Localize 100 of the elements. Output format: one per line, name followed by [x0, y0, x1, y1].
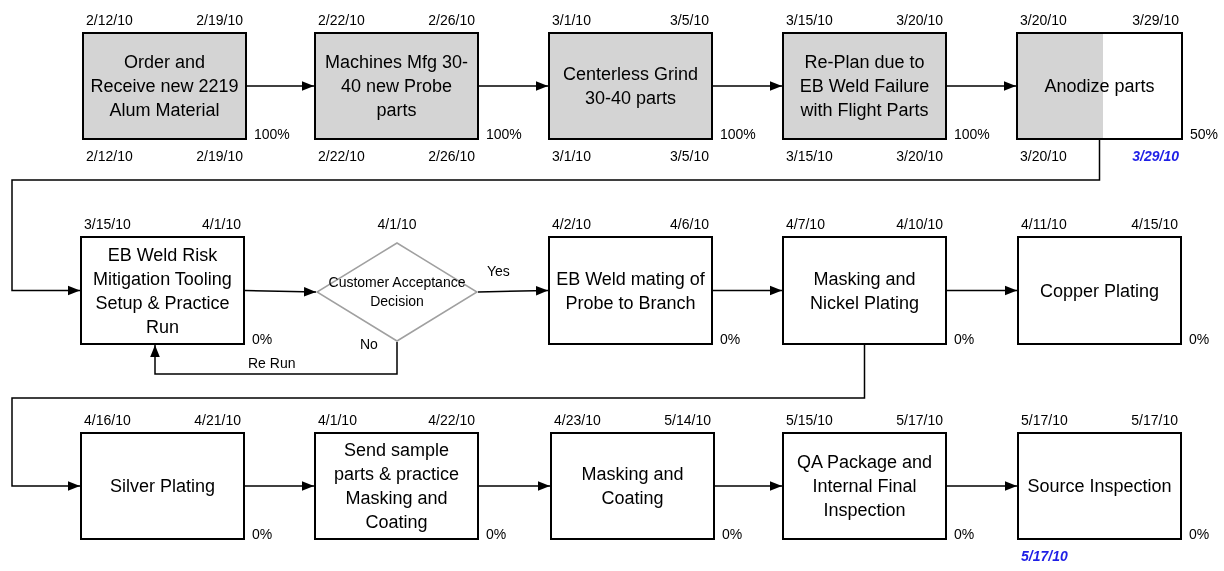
date-text: 4/7/10 — [786, 216, 825, 232]
date-text: 2/19/10 — [196, 12, 243, 28]
date-text: 3/15/10 — [786, 12, 833, 28]
node-label: Masking and Nickel Plating — [808, 267, 920, 315]
date-text: 4/15/10 — [1131, 216, 1178, 232]
date-text: 2/22/10 — [318, 12, 365, 28]
date-text: 4/22/10 — [428, 412, 475, 428]
arrow — [246, 81, 315, 91]
process-box — [1017, 432, 1182, 540]
date-text: 4/6/10 — [670, 216, 709, 232]
date-text: 2/26/10 — [428, 148, 475, 164]
percent-text: 0% — [1189, 331, 1210, 347]
arrow — [11, 344, 866, 491]
arrow — [946, 81, 1017, 91]
process-box — [1016, 32, 1183, 140]
date-text: 2/19/10 — [196, 148, 243, 164]
percent-text: 0% — [954, 526, 975, 542]
node-label: Copper Plating — [1038, 279, 1161, 303]
process-box — [314, 32, 479, 140]
date-text: 3/15/10 — [786, 148, 833, 164]
date-text: 5/14/10 — [664, 412, 711, 428]
node-label: QA Package and Internal Final Inspection — [795, 451, 934, 522]
arrow — [244, 286, 317, 297]
date-text: 5/17/10 — [1021, 412, 1068, 428]
date-text: 5/17/10 — [1021, 548, 1068, 564]
percent-text: 100% — [954, 126, 990, 142]
date-text: 3/15/10 — [84, 216, 131, 232]
date-text: 4/1/10 — [202, 216, 241, 232]
arrow — [712, 81, 783, 91]
date-text: 4/16/10 — [84, 412, 131, 428]
date-text: 3/1/10 — [552, 148, 591, 164]
process-box — [80, 236, 245, 345]
process-box — [80, 432, 245, 540]
node-label: Source Inspection — [1026, 475, 1173, 498]
arrow — [712, 285, 783, 296]
date-text: 3/20/10 — [896, 148, 943, 164]
process-box — [1017, 236, 1182, 345]
node-label: Order and Receive new 2219 Alum Material — [89, 51, 240, 122]
percent-text: 50% — [1190, 126, 1219, 142]
percent-text: 0% — [252, 526, 273, 542]
arrow — [244, 481, 315, 491]
date-text: 4/11/10 — [1021, 216, 1067, 232]
node-label: EB Weld mating of Probe to Branch — [555, 267, 706, 315]
date-text: 4/2/10 — [552, 216, 591, 232]
date-text: 5/17/10 — [896, 412, 943, 428]
arrow — [478, 481, 551, 491]
arrow — [946, 285, 1018, 296]
arrow — [946, 481, 1018, 491]
percent-text: 0% — [1189, 526, 1210, 542]
node-label: Re-Plan due to EB Weld Failure with Flight Parts — [798, 51, 931, 122]
date-text: 2/12/10 — [86, 148, 133, 164]
node-label: Send sample parts & practice Masking and Coating — [332, 439, 461, 534]
node-label: Silver Plating — [108, 475, 216, 498]
date-text: 4/21/10 — [194, 412, 241, 428]
node-label: Masking and Coating — [580, 463, 685, 510]
process-box — [782, 236, 947, 345]
process-box — [548, 236, 713, 345]
percent-text: 0% — [486, 526, 507, 542]
node-label: Anodize parts — [1043, 75, 1156, 98]
percent-text: 0% — [722, 526, 743, 542]
process-box — [782, 32, 947, 140]
arrow — [478, 81, 549, 91]
date-text: 3/20/10 — [1020, 12, 1067, 28]
date-text: 5/17/10 — [1131, 412, 1178, 428]
percent-text: 100% — [254, 126, 290, 142]
date-text: 3/29/10 — [1132, 148, 1179, 164]
date-text: 4/1/10 — [377, 216, 417, 232]
percent-text: 100% — [720, 126, 756, 142]
process-box — [314, 432, 479, 540]
date-text: 4/23/10 — [554, 412, 601, 428]
process-box — [550, 432, 715, 540]
date-text: 3/5/10 — [670, 148, 709, 164]
arrow — [477, 285, 549, 296]
date-text: 4/10/10 — [896, 216, 943, 232]
edge-label: Re Run — [248, 355, 296, 371]
process-box — [548, 32, 713, 140]
date-text: 2/22/10 — [318, 148, 365, 164]
percent-text: 0% — [252, 331, 273, 347]
date-text: 3/5/10 — [670, 12, 709, 28]
date-text: 2/26/10 — [428, 12, 475, 28]
percent-text: 100% — [486, 126, 522, 142]
date-text: 3/1/10 — [552, 12, 591, 28]
date-text: 3/20/10 — [1020, 148, 1067, 164]
process-box — [82, 32, 247, 140]
percent-text: 0% — [720, 331, 741, 347]
edge-label: Yes — [487, 263, 510, 279]
percent-text: 0% — [954, 331, 975, 347]
node-label: Centerless Grind 30-40 parts — [561, 63, 700, 110]
node-label: Machines Mfg 30-40 new Probe parts — [323, 51, 470, 122]
date-text: 4/1/10 — [318, 412, 357, 428]
date-text: 3/29/10 — [1132, 12, 1179, 28]
date-text: 5/15/10 — [786, 412, 833, 428]
date-text: 3/20/10 — [896, 12, 943, 28]
note-text: No — [360, 336, 378, 352]
date-text: 2/12/10 — [86, 12, 133, 28]
node-label: EB Weld Risk Mitigation Tooling Setup & Practice Run — [92, 243, 233, 339]
arrow — [11, 139, 1101, 296]
arrow — [150, 341, 398, 375]
process-box — [782, 432, 947, 540]
node-label: Customer Acceptance Decision — [327, 273, 467, 311]
